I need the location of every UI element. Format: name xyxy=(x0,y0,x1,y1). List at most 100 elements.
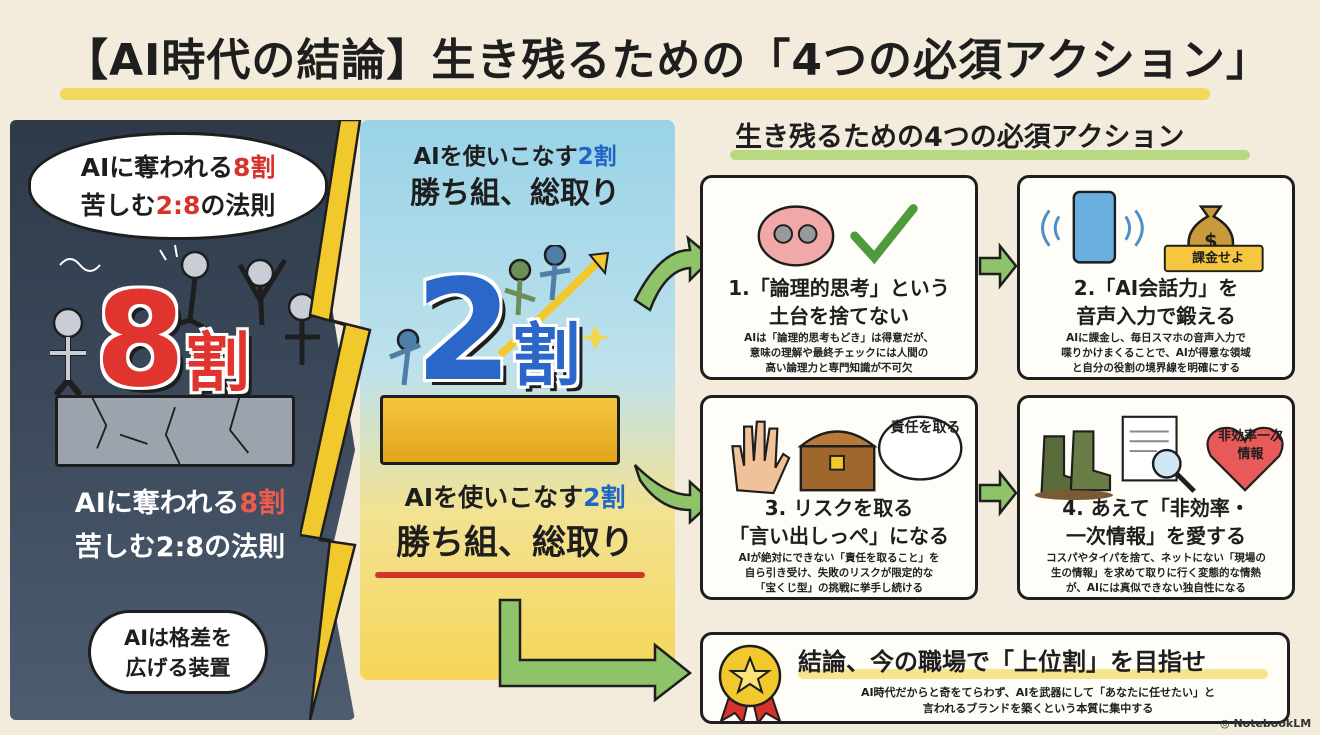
card-title-line: 「言い出しっぺ」になる xyxy=(729,524,949,548)
card-title-line: 1.「論理的思考」という xyxy=(728,276,950,300)
middle-caption: AIを使いこなす2割 勝ち組、総取り xyxy=(370,478,660,568)
card-title-line: 土台を捨てない xyxy=(769,304,909,328)
card-2-title: 2.「AI会話力」を 音声入力で鍛える xyxy=(1020,274,1292,330)
notebooklm-brand: ◎ NotebookLM xyxy=(1220,717,1311,730)
card-body-line: AIが絶対にできない「責任を取ること」を xyxy=(738,552,940,564)
conclusion-title: 結論、今の職場で「上位割」を目指せ xyxy=(798,648,1206,676)
card-body-line: 「宝くじ型」の挑戦に挙手し続ける xyxy=(755,582,923,594)
conclusion-body: AI時代だからと奇をてらわず、AIを武器にして「あなたに任せたい」と 言われるブ… xyxy=(793,685,1283,717)
middle-caption-blue: 2割 xyxy=(583,483,626,512)
smartphone-icon xyxy=(1041,190,1144,264)
climbing-people-illustration xyxy=(389,245,610,386)
crack-lines-icon xyxy=(91,397,250,465)
boots-icon xyxy=(1034,430,1113,500)
middle-caption-line-2: 勝ち組、総取り xyxy=(396,523,634,563)
big-number-2: 2 xyxy=(415,250,513,413)
card-4-icons xyxy=(1034,415,1284,500)
left-caption-line-1: AIに奪われる8割 xyxy=(20,482,340,526)
callout-line-2: 広げる装置 xyxy=(125,656,231,680)
responsibility-badge: 責任を取る xyxy=(890,420,961,436)
actions-heading: 生き残るための4つの必須アクション xyxy=(735,122,1185,153)
action-card-3: 責任を取る 3. リスクを取る 「言い出しっぺ」になる AIが絶対にできない「責… xyxy=(700,395,978,600)
left-speech-bubble: AIに奪われる8割 苦しむ2:8の法則 xyxy=(28,132,328,240)
left-bubble-text: AIに奪われる xyxy=(80,153,233,182)
middle-top-line-1: AIを使いこなす2割 xyxy=(370,140,660,174)
conclusion-body-line: AI時代だからと奇をてらわず、AIを武器にして「あなたに任せたい」と xyxy=(860,686,1216,699)
brain-gears-icon xyxy=(757,205,835,267)
person-icon xyxy=(50,307,86,395)
arrow-icon xyxy=(978,242,1018,290)
arrow-icon xyxy=(978,469,1018,517)
lightning-icon xyxy=(300,120,372,720)
sparkle-icon xyxy=(581,325,610,350)
person-icon xyxy=(504,258,536,316)
card-1-title: 1.「論理的思考」という 土台を捨てない xyxy=(703,274,975,330)
page-title: 【AI時代の結論】生き残るための「4つの必須アクション」 xyxy=(64,35,1271,86)
card-2-icons: $ xyxy=(1041,190,1264,273)
struggling-people-illustration xyxy=(50,245,320,395)
card-body-line: コスパやタイパを捨て、ネットにない「現場の xyxy=(1046,552,1266,564)
actions-heading-highlight xyxy=(730,150,1250,160)
left-bubble-red: 8割 xyxy=(233,153,276,182)
card-3-body: AIが絶対にできない「責任を取ること」を 自ら引き受け、失敗のリスクが限定的な … xyxy=(703,551,975,596)
inefficiency-badge: 非効率一次情報 xyxy=(1218,429,1284,462)
person-icon xyxy=(174,250,210,333)
speech-bubble-icon xyxy=(877,415,963,481)
middle-top-blue: 2割 xyxy=(577,144,617,170)
left-caption-line-2: 苦しむ2:8の法則 xyxy=(74,532,286,563)
card-body-line: と自分の役割の境界線を明確にする xyxy=(1071,362,1241,374)
heart-icon xyxy=(1206,426,1284,492)
left-caption-red: 8割 xyxy=(239,488,286,519)
brand-label: NotebookLM xyxy=(1233,717,1312,730)
card-2-body: AIに課金し、毎日スマホの音声入力で 喋りかけまくることで、AIが得意な領域 と… xyxy=(1020,331,1292,376)
left-bubble-text: の法則 xyxy=(200,191,276,220)
card-title-line: 3. リスクを取る xyxy=(764,496,914,520)
notes-magnifier-icon xyxy=(1121,415,1196,493)
card-body-line: 高い論理力と専門知識が不可欠 xyxy=(765,362,913,374)
left-bubble-line-1: AIに奪われる8割 xyxy=(31,149,325,187)
big-unit: 割 xyxy=(512,317,581,396)
award-medal-icon xyxy=(718,644,782,723)
card-body-line: が、AIには真似できない独自性になる xyxy=(1066,582,1246,594)
twenty-percent-figure: 2割 xyxy=(415,262,580,402)
gold-podium xyxy=(380,395,620,465)
middle-top-line-2: 勝ち組、総取り xyxy=(410,176,620,211)
card-4-title: 4. あえて「非効率・ 一次情報」を愛する xyxy=(1020,494,1292,550)
card-1-icons xyxy=(757,204,918,267)
card-title-line: 4. あえて「非効率・ xyxy=(1062,496,1250,520)
cracked-ground xyxy=(55,395,295,467)
card-title-line: 一次情報」を愛する xyxy=(1066,524,1246,548)
checkmark-icon xyxy=(850,204,918,265)
card-4-body: コスパやタイパを捨て、ネットにない「現場の 生の情報」を求めて取りに行く変態的な… xyxy=(1020,551,1292,596)
notebooklm-logo-icon: ◎ xyxy=(1220,717,1234,730)
disparity-callout: AIは格差を 広げる装置 xyxy=(88,610,268,694)
action-card-1: 1.「論理的思考」という 土台を捨てない AIは「論理的思考もどき」は得意だが、… xyxy=(700,175,978,380)
middle-caption-line-1: AIを使いこなす2割 xyxy=(370,478,660,518)
eighty-percent-figure: 8割 xyxy=(95,275,249,405)
person-icon xyxy=(389,328,421,386)
action-card-2: $ 課金せよ 2.「AI会話力」を 音声入力で鍛える AIに課金し、毎日スマホの… xyxy=(1017,175,1295,380)
card-body-line: 生の情報」を求めて取りに行く変態的な情熱 xyxy=(1051,567,1261,579)
person-icon xyxy=(539,245,571,301)
middle-caption-underline xyxy=(375,572,645,578)
treasure-chest-icon xyxy=(797,430,878,492)
card-3-title: 3. リスクを取る 「言い出しっぺ」になる xyxy=(703,494,975,550)
middle-top-text: AIを使いこなす xyxy=(413,144,578,170)
badge-background xyxy=(1163,244,1264,273)
card-3-icons xyxy=(731,415,963,495)
middle-caption-text: AIを使いこなす xyxy=(404,483,584,512)
card-body-line: 喋りかけまくることで、AIが得意な領域 xyxy=(1061,347,1251,359)
title-highlight xyxy=(60,88,1210,100)
card-1-body: AIは「論理的思考もどき」は得意だが、 意味の理解や最終チェックには人間の 高い… xyxy=(703,331,975,376)
card-body-line: 自ら引き受け、失敗のリスクが限定的な xyxy=(744,567,934,579)
card-body-line: AIに課金し、毎日スマホの音声入力で xyxy=(1066,332,1246,344)
card-body-line: AIは「論理的思考もどき」は得意だが、 xyxy=(744,332,934,344)
big-number-8: 8 xyxy=(95,264,186,416)
conclusion-card: 結論、今の職場で「上位割」を目指せ AI時代だからと奇をてらわず、AIを武器にし… xyxy=(700,632,1290,724)
hand-icon xyxy=(731,420,791,495)
left-bubble-line-2: 苦しむ2:8の法則 xyxy=(31,187,325,225)
card-title-line: 音声入力で鍛える xyxy=(1076,304,1236,328)
callout-line-1: AIは格差を xyxy=(123,626,233,650)
person-icon xyxy=(237,258,288,326)
conclusion-body-line: 言われるブランドを築くという本質に集中する xyxy=(922,702,1154,715)
